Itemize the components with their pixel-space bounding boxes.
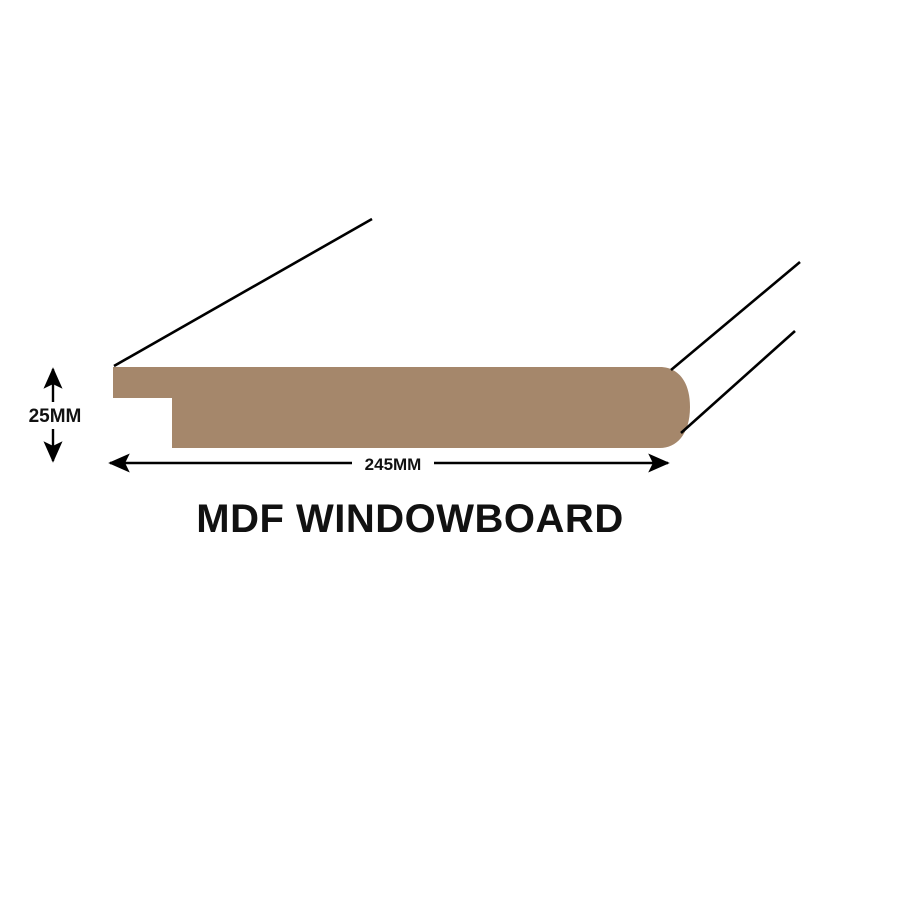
leader-line-top-surface — [113, 217, 373, 368]
thickness-dimension-group: 25MM — [29, 367, 82, 463]
diagram-title: MDF WINDOWBOARD — [196, 497, 623, 541]
width-dimension-group: 245MM — [108, 453, 670, 474]
leader-line-bullnose-upper — [670, 261, 801, 371]
thickness-dimension-label: 25MM — [29, 406, 82, 427]
leader-line-bullnose-lower — [680, 330, 796, 434]
windowboard-profile-shape — [113, 367, 690, 448]
width-dimension-label: 245MM — [365, 455, 422, 474]
